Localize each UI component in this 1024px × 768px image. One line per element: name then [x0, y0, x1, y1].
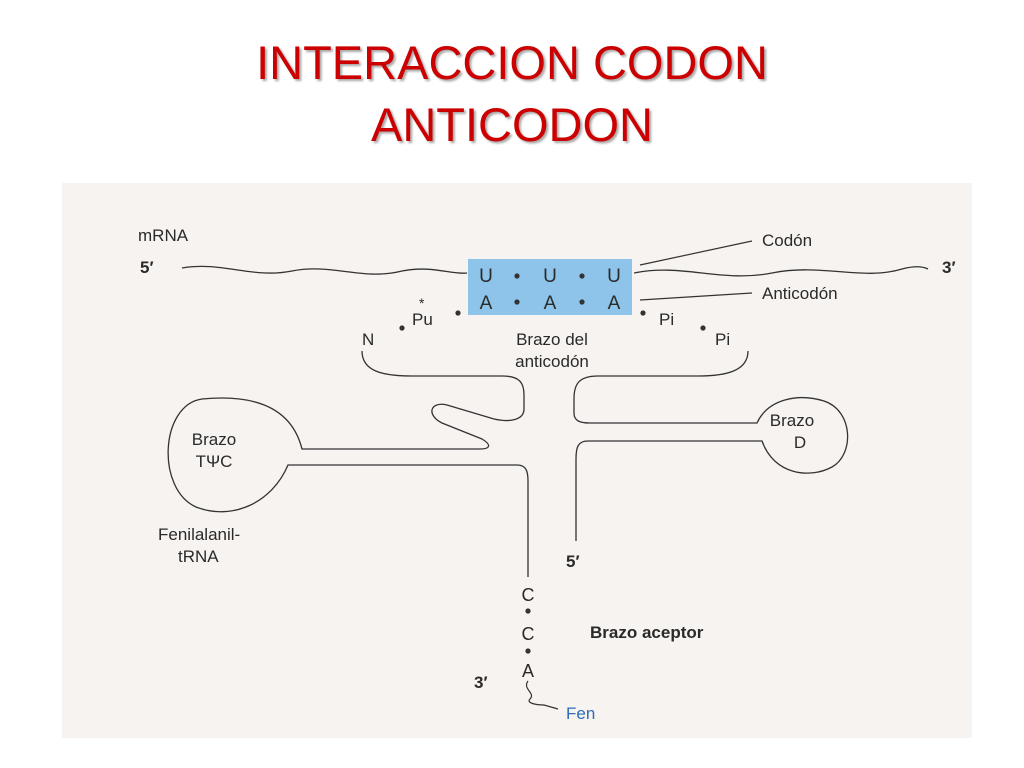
- tpsic-arm-label-line-1: Brazo: [192, 430, 236, 449]
- three-prime-end-label: 3′: [474, 673, 488, 692]
- anticodon-arm-label-line-2: anticodón: [515, 352, 589, 371]
- acceptor-arm-label: Brazo aceptor: [590, 623, 704, 642]
- fen-label: Fen: [566, 704, 595, 723]
- codon-pointer-line: [639, 240, 753, 266]
- fen-linker: [526, 680, 559, 710]
- n-label: N: [362, 330, 374, 349]
- mrna-strand-left: [181, 265, 468, 275]
- anticodon-bond-dot: [579, 299, 585, 305]
- mrna-label: mRNA: [138, 226, 189, 245]
- loop-dot: [640, 310, 646, 316]
- d-arm-label-line-1: Brazo: [770, 411, 814, 430]
- anticodon-base-2: A: [544, 293, 557, 314]
- slide-title: INTERACCION CODON ANTICODON: [0, 32, 1024, 156]
- phenylalanyl-trna-label-line-2: tRNA: [178, 547, 219, 566]
- slide-title-line-1: INTERACCION CODON: [256, 36, 768, 89]
- codon-bond-dot: [579, 273, 585, 279]
- trna-diagram-svg: U U U A A A mRNA 5′ 3′ Codón Anticodón *…: [138, 226, 956, 723]
- slide-title-line-2: ANTICODON: [371, 98, 653, 151]
- cca-base-1: C: [522, 585, 535, 605]
- codon-anticodon-box: [468, 259, 632, 315]
- pi-label-1: Pi: [659, 310, 674, 329]
- codon-label: Codón: [762, 231, 812, 250]
- anticodon-pointer-line: [639, 292, 753, 301]
- codon-base-2: U: [543, 266, 557, 287]
- trna-diagram: U U U A A A mRNA 5′ 3′ Codón Anticodón *…: [62, 183, 972, 738]
- anticodon-base-3: A: [608, 293, 621, 314]
- phenylalanyl-trna-label-line-1: Fenilalanil-: [158, 525, 240, 544]
- pi-label-2: Pi: [715, 330, 730, 349]
- tpsic-arm-label-line-2: TΨC: [196, 452, 233, 471]
- modified-base-star: *: [419, 295, 425, 311]
- codon-bond-dot: [514, 273, 520, 279]
- anticodon-base-1: A: [480, 293, 493, 314]
- anticodon-label: Anticodón: [762, 284, 838, 303]
- three-prime-right-label: 3′: [942, 258, 956, 277]
- loop-dot: [700, 325, 706, 331]
- loop-dot: [455, 310, 461, 316]
- cca-dot: [525, 648, 531, 654]
- pu-label: Pu: [412, 310, 433, 329]
- trna-right-strand: [573, 350, 849, 541]
- five-prime-stem-label: 5′: [566, 552, 580, 571]
- five-prime-left-label: 5′: [140, 258, 154, 277]
- trna-left-strand: [167, 350, 529, 577]
- anticodon-arm-label-line-1: Brazo del: [516, 330, 588, 349]
- cca-dot: [525, 608, 531, 614]
- cca-base-3: A: [522, 661, 534, 681]
- mrna-strand-right: [633, 266, 929, 277]
- cca-base-2: C: [522, 624, 535, 644]
- d-arm-label-line-2: D: [794, 433, 806, 452]
- codon-base-3: U: [607, 266, 621, 287]
- codon-base-1: U: [479, 266, 493, 287]
- anticodon-bond-dot: [514, 299, 520, 305]
- loop-dot: [399, 325, 405, 331]
